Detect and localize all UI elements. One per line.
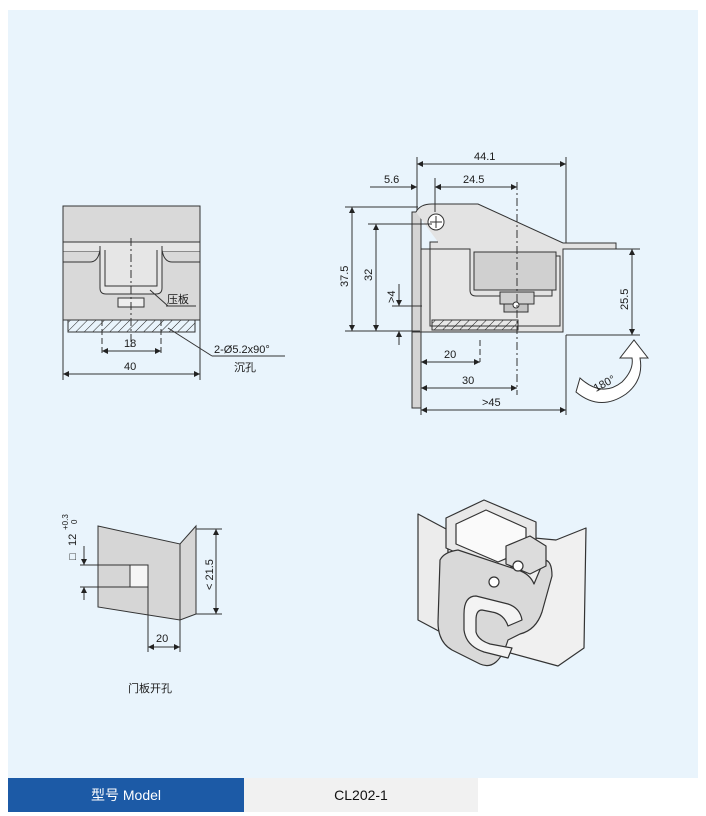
dim-cutout-20: 20 [156, 633, 168, 645]
dim-bottom-20: 20 [444, 349, 456, 361]
side-door-panel [411, 211, 422, 333]
press-plate-label: 压板 [167, 292, 189, 306]
cutout-view [80, 524, 222, 652]
side-base-hatch [431, 319, 519, 331]
tolerance-upper: +0.3 [61, 514, 70, 530]
dim-32: 32 [363, 269, 375, 281]
dim-37-5: 37.5 [339, 266, 351, 287]
model-label: 型号 Model [8, 778, 244, 812]
cutout-square-dim: □ 12 +0.3 0 [61, 514, 79, 560]
dim-5-6: 5.6 [384, 174, 399, 186]
side-view [345, 157, 640, 415]
dim-24-5: 24.5 [463, 174, 484, 186]
dim-gt-4: >4 [386, 290, 398, 303]
rotation-arrow-icon: 180° [575, 339, 650, 403]
tolerance-lower: 0 [70, 519, 79, 524]
side-housing [473, 251, 557, 291]
dim-outer-label: 40 [124, 361, 136, 373]
isometric-view [417, 499, 587, 667]
model-value: CL202-1 [244, 778, 478, 812]
iso-latch-hook [463, 595, 523, 659]
cutout-square-hole [129, 564, 149, 588]
square-symbol: □ [67, 553, 79, 560]
dim-44-1: 44.1 [474, 151, 495, 163]
front-view [62, 205, 285, 380]
hole-spec-label: 2-Ø5.2x90° [214, 344, 270, 356]
front-top-block [62, 205, 201, 243]
hole-type-label: 沉孔 [234, 361, 256, 374]
door-cutout-caption: 门板开孔 [128, 683, 172, 695]
iso-pivot-hole [488, 576, 500, 588]
model-bar: 型号 Model CL202-1 [0, 778, 706, 816]
dim-bottom-30: 30 [462, 375, 474, 387]
dim-lt-21-5: < 21.5 [204, 559, 216, 590]
dim-inner-label: 18 [124, 338, 136, 350]
square-size: 12 [67, 534, 79, 546]
dim-bottom-gt-45: >45 [482, 397, 501, 409]
dim-25-5: 25.5 [619, 289, 631, 310]
